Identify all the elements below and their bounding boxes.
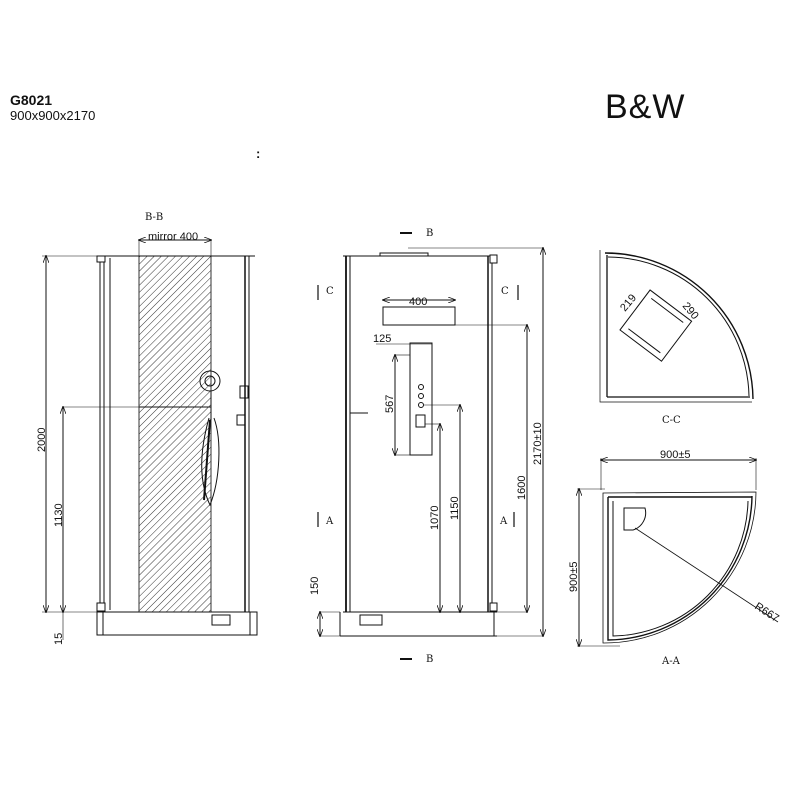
- drain-trap: [211, 614, 231, 626]
- section-c-marker-left: C: [326, 286, 334, 297]
- dim-2000: 2000: [36, 428, 48, 452]
- section-cc-title: C-C: [662, 415, 681, 426]
- shower-panel: [409, 342, 433, 456]
- shower-hose: [201, 417, 220, 507]
- drain: [623, 507, 647, 531]
- dim-15: 15: [53, 633, 65, 645]
- section-bb-view: [42, 240, 258, 640]
- dim-567: 567: [384, 395, 396, 413]
- section-b-marker-top: B: [426, 228, 433, 239]
- dim-1130: 1130: [53, 503, 65, 527]
- dim-400: 400: [409, 296, 427, 308]
- dim-1600: 1600: [516, 476, 528, 500]
- section-aa-view: [577, 458, 779, 646]
- model-dimensions: 900x900x2170: [10, 108, 96, 123]
- section-a-marker-left: A: [325, 516, 334, 527]
- mirror-dimension: mirror 400: [148, 231, 198, 243]
- brand-logo: B&W: [605, 88, 686, 126]
- dim-1150: 1150: [449, 496, 461, 520]
- dim-125: 125: [373, 333, 391, 345]
- section-cc-view: [599, 250, 754, 403]
- dim-1070: 1070: [429, 506, 441, 530]
- mirror-panel: [138, 255, 212, 613]
- separator: :: [256, 146, 261, 161]
- dim-width: 900±5: [660, 449, 691, 461]
- section-bb-title: B-B: [145, 212, 163, 223]
- rain-shower-head: [379, 252, 429, 257]
- section-a-marker-right: A: [499, 516, 508, 527]
- dim-2170: 2170±10: [532, 422, 544, 465]
- ceiling-shower-head: [619, 289, 693, 362]
- dim-219: 219: [618, 292, 639, 314]
- section-aa-title: A-A: [661, 656, 681, 667]
- dim-150: 150: [309, 577, 321, 595]
- model-code: G8021: [10, 92, 53, 108]
- section-b-marker-bottom: B: [426, 654, 433, 665]
- shower-head-side: [382, 306, 456, 326]
- hand-shower-head: [199, 370, 221, 392]
- front-view: [318, 232, 543, 660]
- drain-trap: [359, 614, 383, 626]
- dim-radius: R667: [752, 600, 781, 624]
- dim-290: 290: [680, 300, 701, 322]
- dim-depth: 900±5: [568, 561, 580, 592]
- section-c-marker-right: C: [501, 286, 509, 297]
